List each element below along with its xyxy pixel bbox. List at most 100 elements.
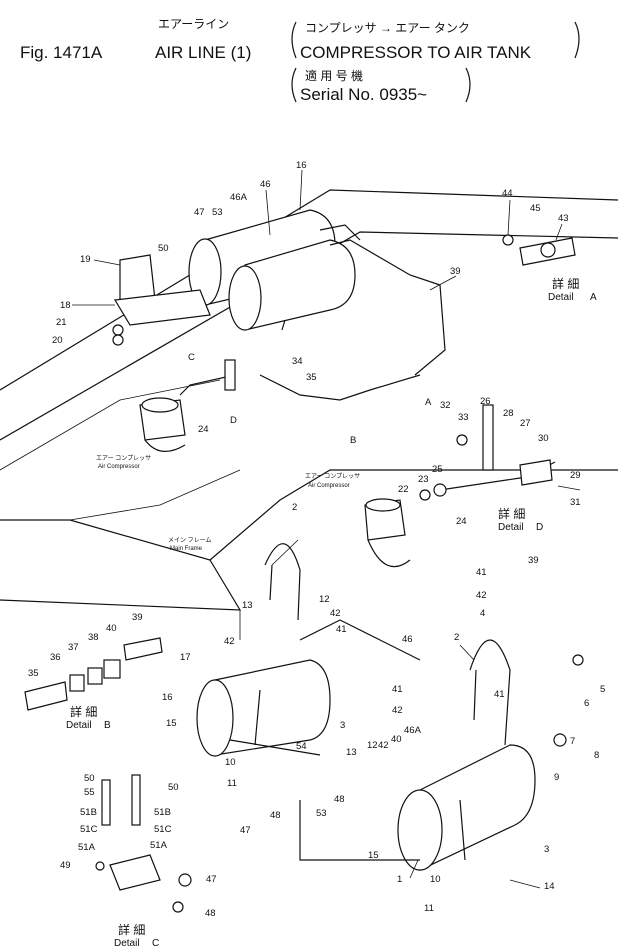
compressor-head bbox=[141, 397, 179, 413]
label-34: 34 bbox=[292, 356, 303, 367]
detail-c-jp: 詳 細 bbox=[118, 922, 145, 937]
label-42-bottom: 42 bbox=[378, 740, 389, 751]
label-10-left: 10 bbox=[225, 757, 236, 768]
air-line-39 bbox=[329, 239, 446, 376]
label-8: 8 bbox=[594, 750, 599, 761]
tube-39-b bbox=[123, 637, 163, 661]
washer-21 bbox=[112, 324, 124, 336]
label-47-bottom: 47 bbox=[240, 825, 251, 836]
label-46a-top: 46A bbox=[230, 192, 248, 203]
strap-bottom bbox=[229, 739, 321, 756]
main-frame-label: Main Frame bbox=[170, 546, 203, 552]
label-48-mid: 48 bbox=[334, 794, 345, 805]
label-35-top: 35 bbox=[306, 372, 317, 383]
label-15-left: 15 bbox=[166, 718, 177, 729]
label-39-top: 39 bbox=[450, 266, 461, 277]
label-50-c-right: 50 bbox=[168, 782, 179, 793]
label-53-mid: 53 bbox=[316, 808, 327, 819]
lower-left-tank bbox=[196, 543, 421, 757]
label-51a-left: 51A bbox=[78, 842, 96, 853]
label-21: 21 bbox=[56, 317, 67, 328]
detail-d-jp: 詳 細 bbox=[498, 506, 525, 521]
air-line-35 bbox=[259, 374, 421, 401]
leader-39 bbox=[429, 275, 457, 291]
label-39-right: 39 bbox=[528, 555, 539, 566]
label-42-mid: 42 bbox=[330, 608, 341, 619]
leader-19 bbox=[93, 259, 121, 266]
label-19: 19 bbox=[80, 254, 91, 265]
label-41-mid: 41 bbox=[336, 624, 347, 635]
leader-lines bbox=[72, 169, 581, 889]
detail-b-jp: 詳 細 bbox=[70, 704, 97, 719]
hose-35 bbox=[24, 681, 68, 711]
label-47-c: 47 bbox=[206, 874, 217, 885]
label-42-mid-right: 42 bbox=[392, 705, 403, 716]
detail-c-label: Detail bbox=[114, 938, 140, 948]
frame-top-edge bbox=[0, 189, 618, 391]
figure-title: AIR LINE (1) bbox=[155, 43, 251, 62]
u-tube-2-leg bbox=[269, 564, 273, 601]
label-40-bottom: 40 bbox=[391, 734, 402, 745]
air-line-41 bbox=[299, 619, 421, 661]
fitting-23 bbox=[433, 483, 447, 497]
title-jp: エアーライン bbox=[158, 17, 229, 31]
label-13-bottom: 13 bbox=[346, 747, 357, 758]
fitting-36 bbox=[69, 674, 85, 692]
label-48-bottom: 48 bbox=[270, 810, 281, 821]
block-c bbox=[109, 854, 161, 891]
label-20: 20 bbox=[52, 335, 63, 346]
frame-inner-edge bbox=[0, 379, 221, 471]
label-41-mid-right: 41 bbox=[392, 684, 403, 695]
frame-lower-left bbox=[0, 519, 242, 611]
label-37: 37 bbox=[68, 642, 79, 653]
tank-fitting bbox=[281, 319, 286, 331]
detail-c-assembly bbox=[95, 774, 192, 913]
label-38: 38 bbox=[88, 632, 99, 643]
label-28: 28 bbox=[503, 408, 514, 419]
label-51b-left: 51B bbox=[80, 807, 97, 818]
frame-rail-edge bbox=[0, 231, 618, 441]
detail-marker-b: B bbox=[350, 435, 356, 446]
strap-right bbox=[459, 799, 466, 861]
label-53-top: 53 bbox=[212, 207, 223, 218]
label-2-left: 2 bbox=[292, 502, 297, 513]
label-5: 5 bbox=[600, 684, 605, 695]
nut-20 bbox=[112, 334, 124, 346]
air-tank-1 bbox=[419, 744, 536, 871]
figure-number: Fig. 1471A bbox=[20, 43, 103, 62]
washer-32 bbox=[456, 434, 468, 446]
label-11-left: 11 bbox=[227, 778, 237, 789]
label-35-b: 35 bbox=[28, 668, 39, 679]
detail-d-assembly: エアー コンプレッサ Air Compressor メイン フレーム Main … bbox=[168, 404, 556, 568]
bolt-47-c bbox=[178, 873, 192, 887]
air-tank-16 bbox=[214, 659, 331, 756]
label-36: 36 bbox=[50, 652, 61, 663]
label-41-right: 41 bbox=[494, 689, 505, 700]
bracket-d bbox=[224, 359, 236, 391]
leader-44 bbox=[507, 199, 511, 236]
label-25: 25 bbox=[432, 464, 443, 475]
label-42-right-top: 42 bbox=[476, 590, 487, 601]
washer-48-c bbox=[172, 901, 184, 913]
label-51c-right: 51C bbox=[154, 824, 172, 835]
bolt-50-right bbox=[131, 774, 141, 826]
label-40-b: 40 bbox=[106, 623, 117, 634]
label-16-left: 16 bbox=[162, 692, 173, 703]
air-compressor-label-2: Air Compressor bbox=[308, 483, 350, 489]
bolt-49 bbox=[95, 861, 105, 871]
leader-2-right bbox=[459, 644, 475, 661]
label-7: 7 bbox=[570, 736, 575, 747]
detail-a-assembly bbox=[502, 234, 576, 266]
label-33: 33 bbox=[458, 412, 469, 423]
leader-46 bbox=[265, 189, 271, 236]
compressor-base bbox=[144, 439, 186, 452]
air-tank-front bbox=[244, 239, 356, 331]
lower-right-tank bbox=[299, 639, 584, 871]
connecting-line bbox=[299, 800, 420, 861]
label-42-left: 42 bbox=[224, 636, 235, 647]
label-41-right-top: 41 bbox=[476, 567, 487, 578]
air-line-24 bbox=[179, 374, 236, 396]
detail-b-letter: B bbox=[104, 720, 111, 731]
valve-block-18 bbox=[114, 289, 211, 326]
